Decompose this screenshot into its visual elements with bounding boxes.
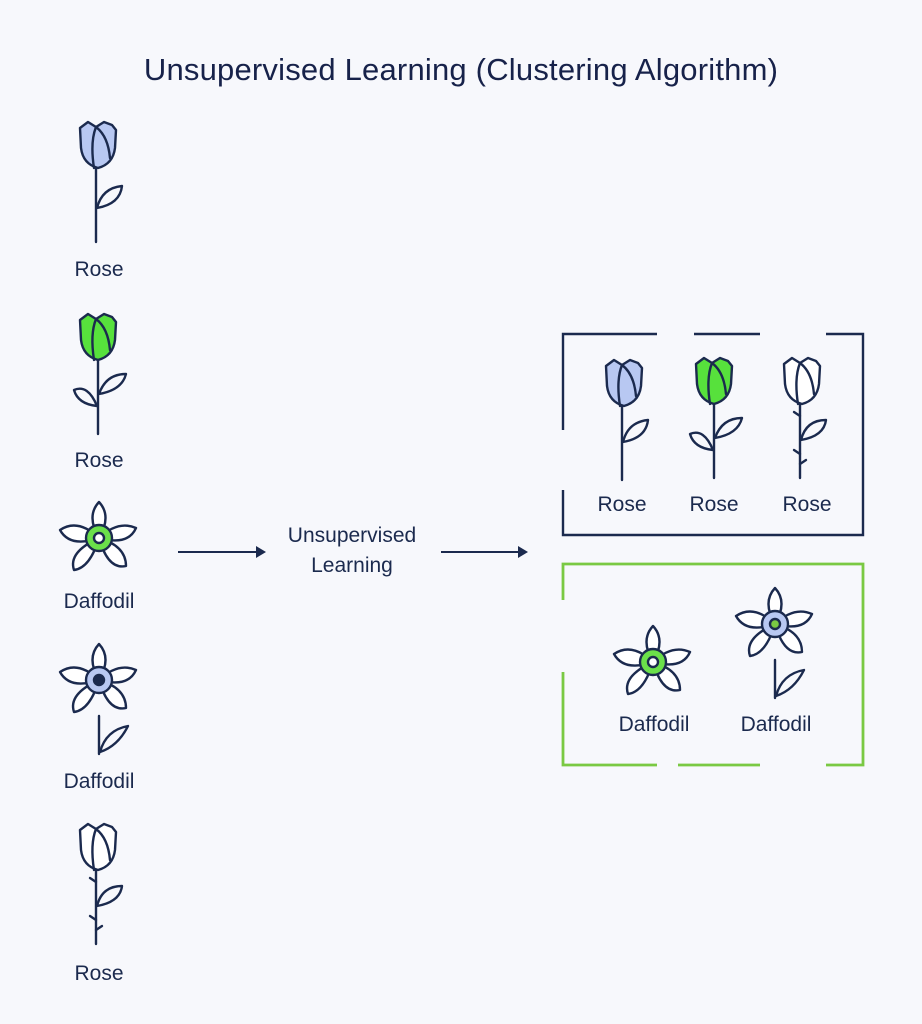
blue-center-daffodil-icon bbox=[58, 642, 138, 756]
diagram-title: Unsupervised Learning (Clustering Algori… bbox=[143, 52, 779, 87]
input-label-4: Daffodil bbox=[63, 770, 135, 793]
daffodil-cluster-frame bbox=[561, 562, 865, 767]
cluster-rose-label-2: Rose bbox=[689, 493, 739, 516]
cluster-daffodil-label-1: Daffodil bbox=[618, 713, 690, 736]
green-center-daffodil-icon bbox=[58, 500, 138, 572]
cluster-rose-label-1: Rose bbox=[597, 493, 647, 516]
rose-cluster-frame bbox=[561, 332, 865, 537]
green-rose-icon bbox=[72, 312, 128, 436]
process-label-line1: Unsupervised bbox=[287, 524, 417, 547]
cluster-daffodil-label-2: Daffodil bbox=[740, 713, 812, 736]
input-label-1: Rose bbox=[74, 258, 124, 281]
green-center-daffodil-icon bbox=[612, 624, 692, 696]
blue-center-daffodil-icon bbox=[734, 586, 814, 700]
cluster-rose-label-3: Rose bbox=[782, 493, 832, 516]
process-label: Unsupervised Learning bbox=[262, 521, 442, 581]
blue-rose-icon bbox=[604, 358, 650, 482]
white-rose-icon bbox=[782, 356, 828, 480]
input-label-2: Rose bbox=[74, 449, 124, 472]
process-label-line2: Learning bbox=[311, 554, 393, 577]
input-label-3: Daffodil bbox=[63, 590, 135, 613]
green-rose-icon bbox=[688, 356, 744, 480]
white-rose-icon bbox=[78, 822, 124, 946]
input-label-5: Rose bbox=[74, 962, 124, 985]
blue-rose-icon bbox=[78, 120, 124, 244]
